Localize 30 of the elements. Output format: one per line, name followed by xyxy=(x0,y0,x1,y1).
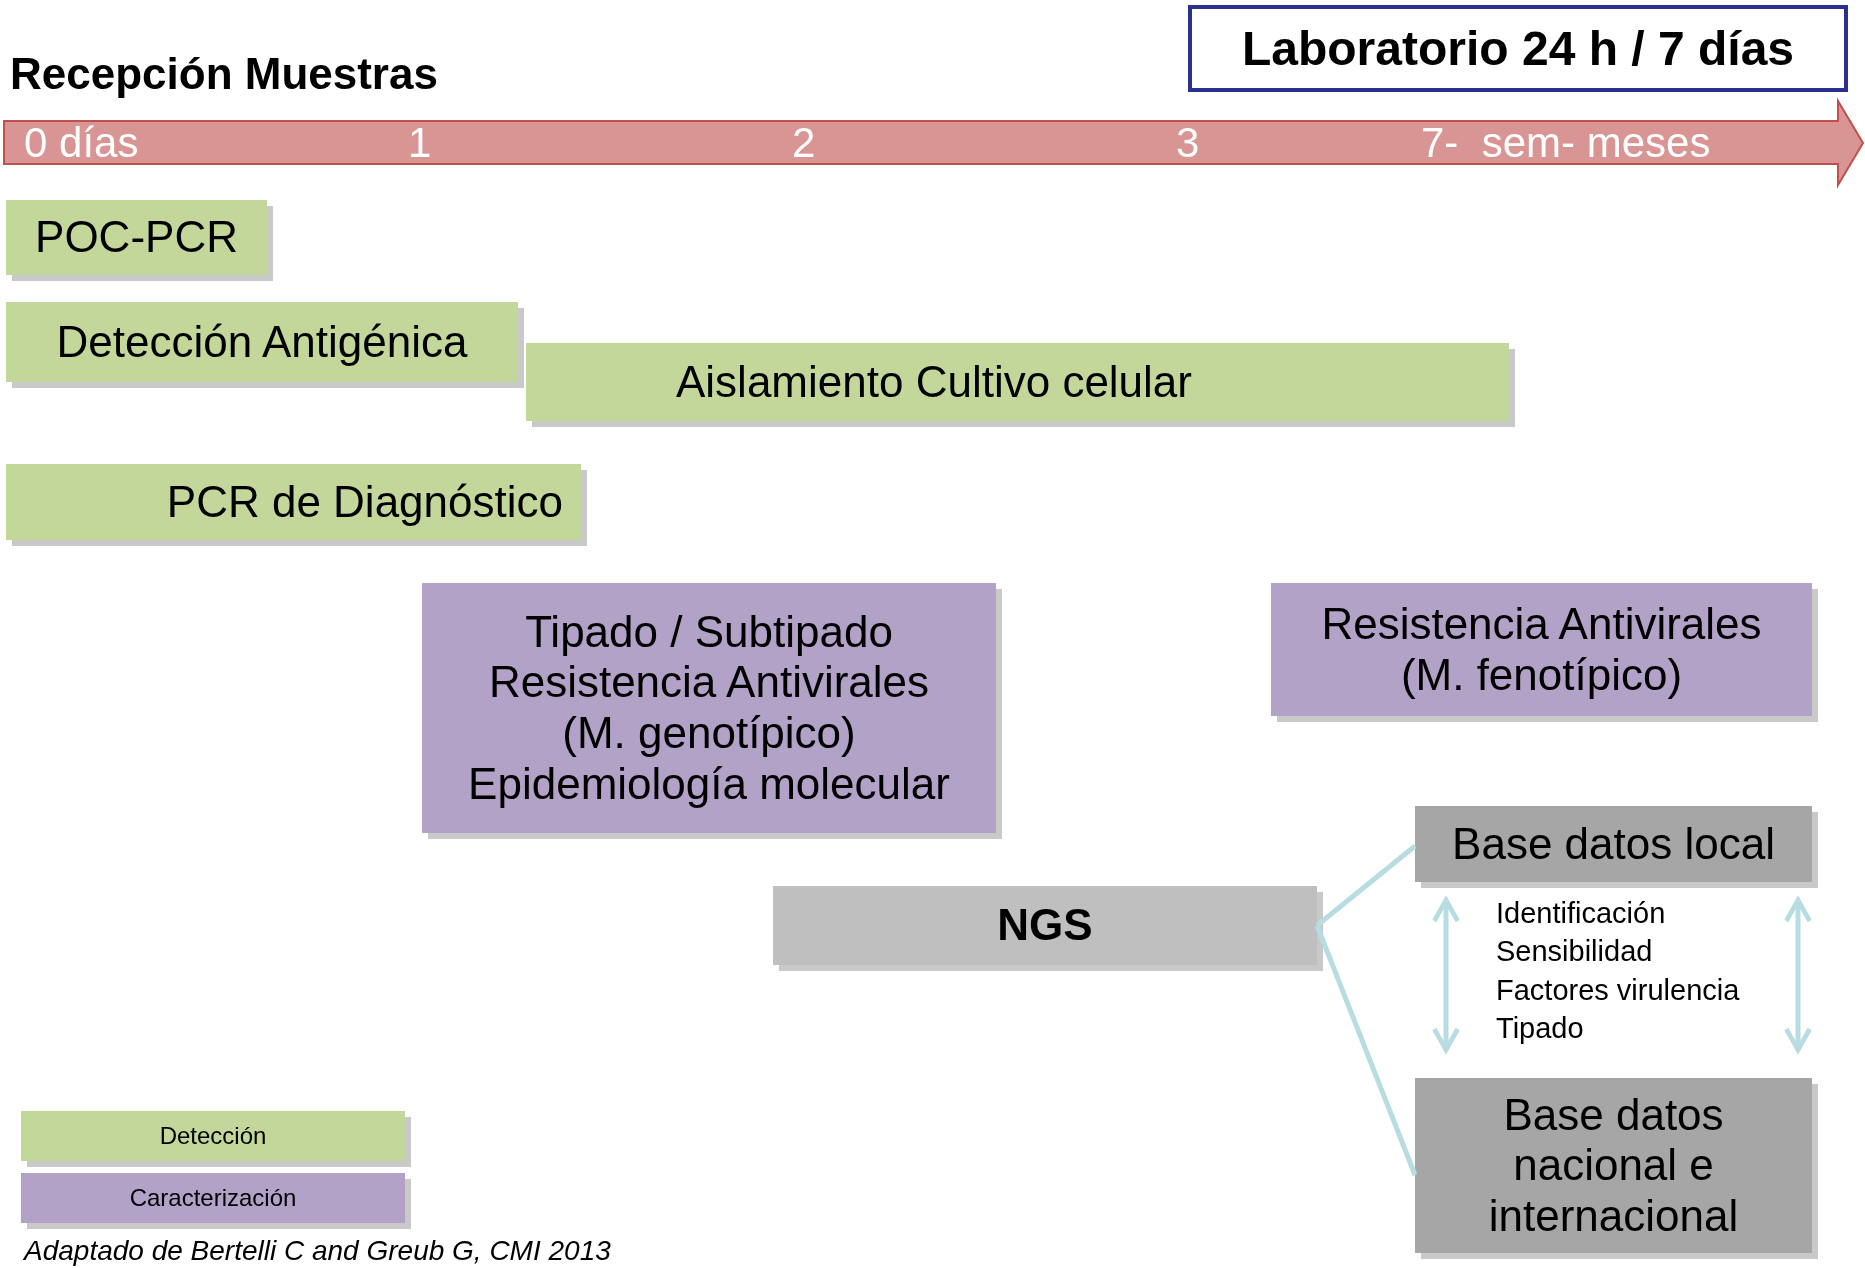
box-text: NGS xyxy=(996,900,1094,951)
tick-label: 0 días xyxy=(24,120,139,167)
box-text: POC-PCR xyxy=(34,212,239,263)
box-text: Aislamiento Cultivo celular xyxy=(676,356,1193,408)
connector-line xyxy=(1315,844,1417,928)
list-item: Identificación xyxy=(1496,898,1666,930)
box-text: Epidemiología molecular xyxy=(467,758,951,810)
tick-label: 3 xyxy=(1176,120,1200,167)
legend-label: Caracterización xyxy=(128,1184,298,1212)
header-box xyxy=(1188,5,1848,92)
box-text: Resistencia Antivirales (M. genotípico) xyxy=(487,657,931,759)
list-item: Tipado xyxy=(1496,1013,1584,1045)
box-text: Base datos nacional e internacional xyxy=(1487,1089,1740,1242)
list-item: Sensibilidad xyxy=(1496,936,1653,968)
tick-label: 2 xyxy=(792,120,816,167)
list-item: Factores virulencia xyxy=(1496,975,1740,1007)
double-arrow xyxy=(1432,897,1460,1053)
legend-label: Detección xyxy=(158,1122,268,1150)
box-text: PCR de Diagnóstico xyxy=(165,476,563,528)
caption: Adaptado de Bertelli C and Greub G, CMI 2013 xyxy=(24,1236,611,1267)
box-text: Resistencia Antivirales (M. fenotípico) xyxy=(1320,598,1763,701)
box-text: Detección Antigénica xyxy=(55,316,469,368)
double-arrow xyxy=(1784,897,1812,1053)
box-text: Base datos local xyxy=(1451,818,1776,870)
timeline-title: Recepción Muestras xyxy=(10,50,438,99)
tick-label: 7- sem- meses xyxy=(1421,120,1711,167)
tick-label: 1 xyxy=(408,120,432,167)
connector-line xyxy=(1314,924,1418,1176)
box-text: Tipado / Subtipado xyxy=(524,606,894,658)
header-text: Laboratorio 24 h / 7 días xyxy=(1240,20,1796,77)
